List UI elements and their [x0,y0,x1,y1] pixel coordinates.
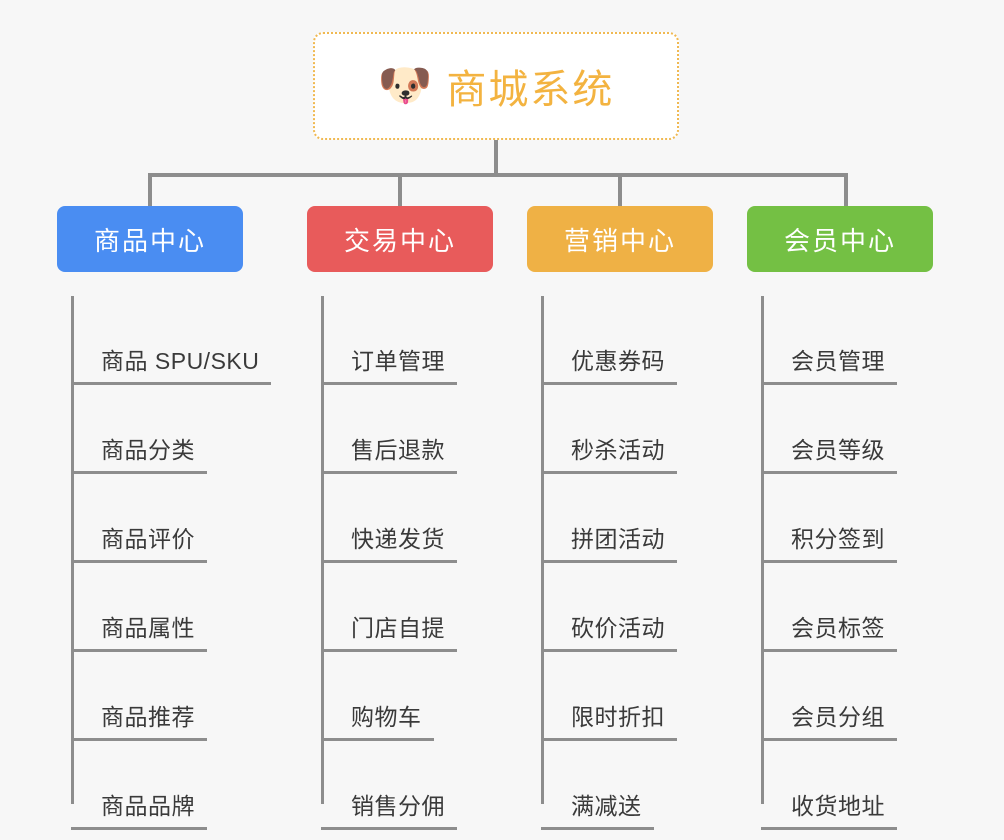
leaf-list-member-center: 会员管理 会员等级 积分签到 会员标签 会员分组 收货地址 [761,296,933,830]
leaf-label: 限时折扣 [571,704,665,730]
leaf-label: 商品品牌 [101,793,195,819]
category-column-trade-center: 交易中心 订单管理 售后退款 快递发货 门店自提 购物车 销售分佣 [307,206,493,830]
leaf-label: 优惠券码 [571,348,665,374]
category-header-label: 营销中心 [563,225,676,256]
category-header-label: 商品中心 [93,225,206,256]
connector-horizontal-bus [148,173,848,177]
leaf-label: 销售分佣 [351,793,445,819]
leaf-spine [71,296,74,804]
list-item[interactable]: 会员标签 [761,563,933,652]
leaf-label: 商品 SPU/SKU [101,348,260,374]
category-header-label: 交易中心 [343,225,456,256]
connector-drop-member-center [844,173,848,207]
list-item[interactable]: 拼团活动 [541,474,713,563]
list-item[interactable]: 商品 SPU/SKU [71,296,272,385]
list-item[interactable]: 销售分佣 [321,741,493,830]
leaf-list-marketing-center: 优惠券码 秒杀活动 拼团活动 砍价活动 限时折扣 满减送 [541,296,713,830]
list-item[interactable]: 限时折扣 [541,652,713,741]
list-item[interactable]: 满减送 [541,741,713,830]
leaf-label: 积分签到 [791,526,885,552]
connector-root-stem [494,140,498,176]
category-header-trade-center[interactable]: 交易中心 [307,206,493,272]
leaf-label: 商品评价 [101,526,195,552]
list-item[interactable]: 订单管理 [321,296,493,385]
shiba-dog-icon: 🐶 [377,61,433,110]
category-header-product-center[interactable]: 商品中心 [57,206,243,272]
leaf-label: 订单管理 [351,348,445,374]
leaf-label: 收货地址 [791,793,885,819]
leaf-list-product-center: 商品 SPU/SKU 商品分类 商品评价 商品属性 商品推荐 商品品牌 [71,296,272,830]
connector-drop-marketing-center [618,173,622,207]
list-item[interactable]: 秒杀活动 [541,385,713,474]
list-item[interactable]: 积分签到 [761,474,933,563]
leaf-label: 门店自提 [351,615,445,641]
category-header-member-center[interactable]: 会员中心 [747,206,933,272]
leaf-label: 砍价活动 [571,615,665,641]
list-item[interactable]: 商品属性 [71,563,243,652]
list-item[interactable]: 快递发货 [321,474,493,563]
leaf-list-trade-center: 订单管理 售后退款 快递发货 门店自提 购物车 销售分佣 [321,296,493,830]
list-item[interactable]: 商品推荐 [71,652,243,741]
category-column-product-center: 商品中心 商品 SPU/SKU 商品分类 商品评价 商品属性 商品推荐 商品品牌 [57,206,272,830]
category-header-label: 会员中心 [783,225,896,256]
list-item[interactable]: 会员管理 [761,296,933,385]
leaf-label: 会员等级 [791,437,885,463]
leaf-label: 会员管理 [791,348,885,374]
list-item[interactable]: 会员分组 [761,652,933,741]
leaf-label: 购物车 [351,704,422,730]
leaf-label: 商品分类 [101,437,195,463]
list-item[interactable]: 售后退款 [321,385,493,474]
list-item[interactable]: 商品分类 [71,385,243,474]
list-item[interactable]: 商品品牌 [71,741,243,830]
root-node[interactable]: 🐶 商城系统 [313,32,679,140]
leaf-label: 会员分组 [791,704,885,730]
list-item[interactable]: 商品评价 [71,474,243,563]
list-item[interactable]: 会员等级 [761,385,933,474]
list-item[interactable]: 收货地址 [761,741,933,830]
leaf-label: 拼团活动 [571,526,665,552]
list-item[interactable]: 购物车 [321,652,493,741]
leaf-label: 售后退款 [351,437,445,463]
leaf-label: 快递发货 [351,526,445,552]
category-column-member-center: 会员中心 会员管理 会员等级 积分签到 会员标签 会员分组 收货地址 [747,206,933,830]
leaf-label: 秒杀活动 [571,437,665,463]
leaf-label: 商品属性 [101,615,195,641]
leaf-label: 商品推荐 [101,704,195,730]
root-title: 商城系统 [446,68,615,112]
leaf-spine [541,296,544,804]
category-header-marketing-center[interactable]: 营销中心 [527,206,713,272]
list-item[interactable]: 门店自提 [321,563,493,652]
leaf-label: 会员标签 [791,615,885,641]
connector-drop-trade-center [398,173,402,207]
leaf-spine [321,296,324,804]
category-column-marketing-center: 营销中心 优惠券码 秒杀活动 拼团活动 砍价活动 限时折扣 满减送 [527,206,713,830]
list-item[interactable]: 优惠券码 [541,296,713,385]
list-item[interactable]: 砍价活动 [541,563,713,652]
connector-drop-product-center [148,173,152,207]
leaf-label: 满减送 [571,793,642,819]
leaf-spine [761,296,764,804]
